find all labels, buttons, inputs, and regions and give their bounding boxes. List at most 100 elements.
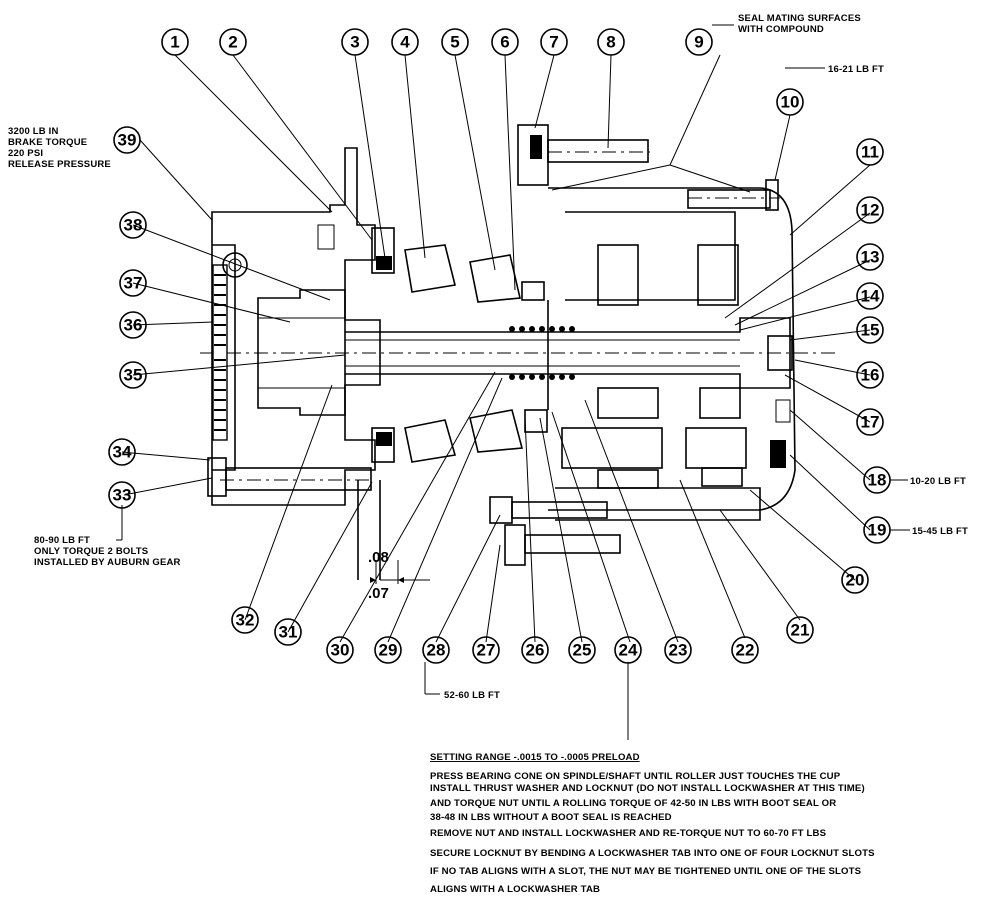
callout-12: 12 [856, 196, 884, 224]
annotations: SEAL MATING SURFACES WITH COMPOUND 16-21… [8, 13, 968, 701]
gerotor-right [697, 244, 739, 306]
gear-set [555, 387, 761, 521]
note-line-7: IF NO TAB ALIGNS WITH A SLOT, THE NUT MA… [430, 866, 862, 877]
note-line-3: AND TORQUE NUT UNTIL A ROLLING TORQUE OF… [430, 798, 836, 809]
svg-text:1: 1 [170, 33, 179, 52]
callout-30: 30 [326, 636, 354, 664]
spline-hub [257, 289, 346, 416]
callout-36: 36 [119, 311, 147, 339]
callout-24: 24 [614, 636, 642, 664]
callout-33: 33 [108, 481, 136, 509]
svg-text:31: 31 [279, 623, 298, 642]
svg-text:6: 6 [500, 33, 509, 52]
bolts-note-line3: INSTALLED BY AUBURN GEAR [34, 557, 181, 568]
callout-16: 16 [856, 361, 884, 389]
svg-text:25: 25 [573, 641, 592, 660]
callout-27: 27 [472, 636, 500, 664]
top-bolt [517, 124, 650, 186]
note-line-4: 38-48 IN LBS WITHOUT A BOOT SEAL IS REAC… [430, 812, 672, 823]
callout-13: 13 [856, 243, 884, 271]
callout-20: 20 [841, 566, 869, 594]
callout-1: 1 [161, 28, 189, 56]
svg-text:15: 15 [861, 321, 880, 340]
svg-text:39: 39 [118, 131, 137, 150]
callout-19: 19 [863, 516, 891, 544]
callout-5: 5 [441, 28, 469, 56]
svg-text:3: 3 [350, 33, 359, 52]
torque-28: 52-60 LB FT [444, 690, 500, 701]
callout-37: 37 [119, 269, 147, 297]
end-cap [767, 335, 793, 468]
svg-text:9: 9 [694, 33, 703, 52]
mount-bolt [207, 457, 372, 497]
brake-housing [211, 147, 381, 506]
svg-text:35: 35 [124, 366, 143, 385]
callout-35: 35 [119, 361, 147, 389]
svg-text:21: 21 [791, 621, 810, 640]
svg-text:22: 22 [736, 641, 755, 660]
motor-housing [548, 187, 796, 511]
gerotor-left [597, 244, 639, 306]
callout-17: 17 [856, 408, 884, 436]
torque-18: 10-20 LB FT [910, 476, 966, 487]
lower-bearings [371, 409, 548, 463]
callout-3: 3 [341, 28, 369, 56]
note-line-2: INSTALL THRUST WASHER AND LOCKNUT (DO NO… [430, 783, 865, 794]
svg-text:19: 19 [868, 521, 887, 540]
svg-text:11: 11 [861, 143, 879, 162]
svg-text:10: 10 [781, 93, 800, 112]
svg-text:14: 14 [861, 287, 880, 306]
callout-28: 28 [422, 636, 450, 664]
svg-text:38: 38 [124, 216, 143, 235]
svg-text:23: 23 [669, 641, 688, 660]
callout-15: 15 [856, 316, 884, 344]
svg-text:29: 29 [379, 641, 398, 660]
note-line-6: SECURE LOCKNUT BY BENDING A LOCKWASHER T… [430, 848, 875, 859]
torque-19: 15-45 LB FT [912, 526, 968, 537]
section-view [200, 124, 835, 584]
callout-29: 29 [374, 636, 402, 664]
svg-text:30: 30 [331, 641, 350, 660]
svg-text:16: 16 [861, 366, 880, 385]
leader-lines [116, 24, 910, 740]
note-line-1: PRESS BEARING CONE ON SPINDLE/SHAFT UNTI… [430, 771, 841, 782]
svg-text:7: 7 [549, 33, 558, 52]
callout-34: 34 [108, 438, 136, 466]
callout-21: 21 [786, 616, 814, 644]
svg-text:12: 12 [861, 201, 880, 220]
callout-26: 26 [521, 636, 549, 664]
callout-4: 4 [391, 28, 419, 56]
upper-bearings [371, 227, 545, 303]
callout-25: 25 [568, 636, 596, 664]
callout-39: 39 [113, 126, 141, 154]
seal-note-line2: WITH COMPOUND [738, 24, 824, 35]
cover-bolt [687, 179, 780, 211]
svg-text:36: 36 [124, 316, 143, 335]
callout-32: 32 [231, 606, 259, 634]
setting-title: SETTING RANGE -.0015 TO -.0005 PRELOAD [430, 752, 640, 763]
note-line-5: REMOVE NUT AND INSTALL LOCKWASHER AND RE… [430, 828, 827, 839]
shaft-seal-row [509, 326, 575, 380]
torque-10: 16-21 LB FT [828, 64, 884, 75]
lower-bolt [489, 496, 621, 566]
svg-text:32: 32 [236, 611, 255, 630]
callout-bubbles: 1 2 3 4 5 6 7 8 9 10 11 12 13 14 15 16 1… [108, 28, 891, 664]
brake-note-line3: 220 PSI [8, 148, 43, 159]
brake-disc-stack [212, 264, 228, 441]
svg-text:34: 34 [113, 443, 132, 462]
svg-text:5: 5 [450, 33, 459, 52]
breather-fitting [222, 252, 248, 278]
mounting-plate [357, 480, 381, 580]
svg-text:33: 33 [113, 486, 132, 505]
svg-text:28: 28 [427, 641, 446, 660]
brake-note-line1: 3200 LB IN [8, 126, 59, 137]
brake-note-line4: RELEASE PRESSURE [8, 159, 111, 170]
callout-2: 2 [219, 28, 247, 56]
callout-7: 7 [540, 28, 568, 56]
svg-text:2: 2 [228, 33, 237, 52]
svg-text:20: 20 [846, 571, 865, 590]
callout-11: 11 [856, 138, 884, 166]
callout-14: 14 [856, 282, 884, 310]
